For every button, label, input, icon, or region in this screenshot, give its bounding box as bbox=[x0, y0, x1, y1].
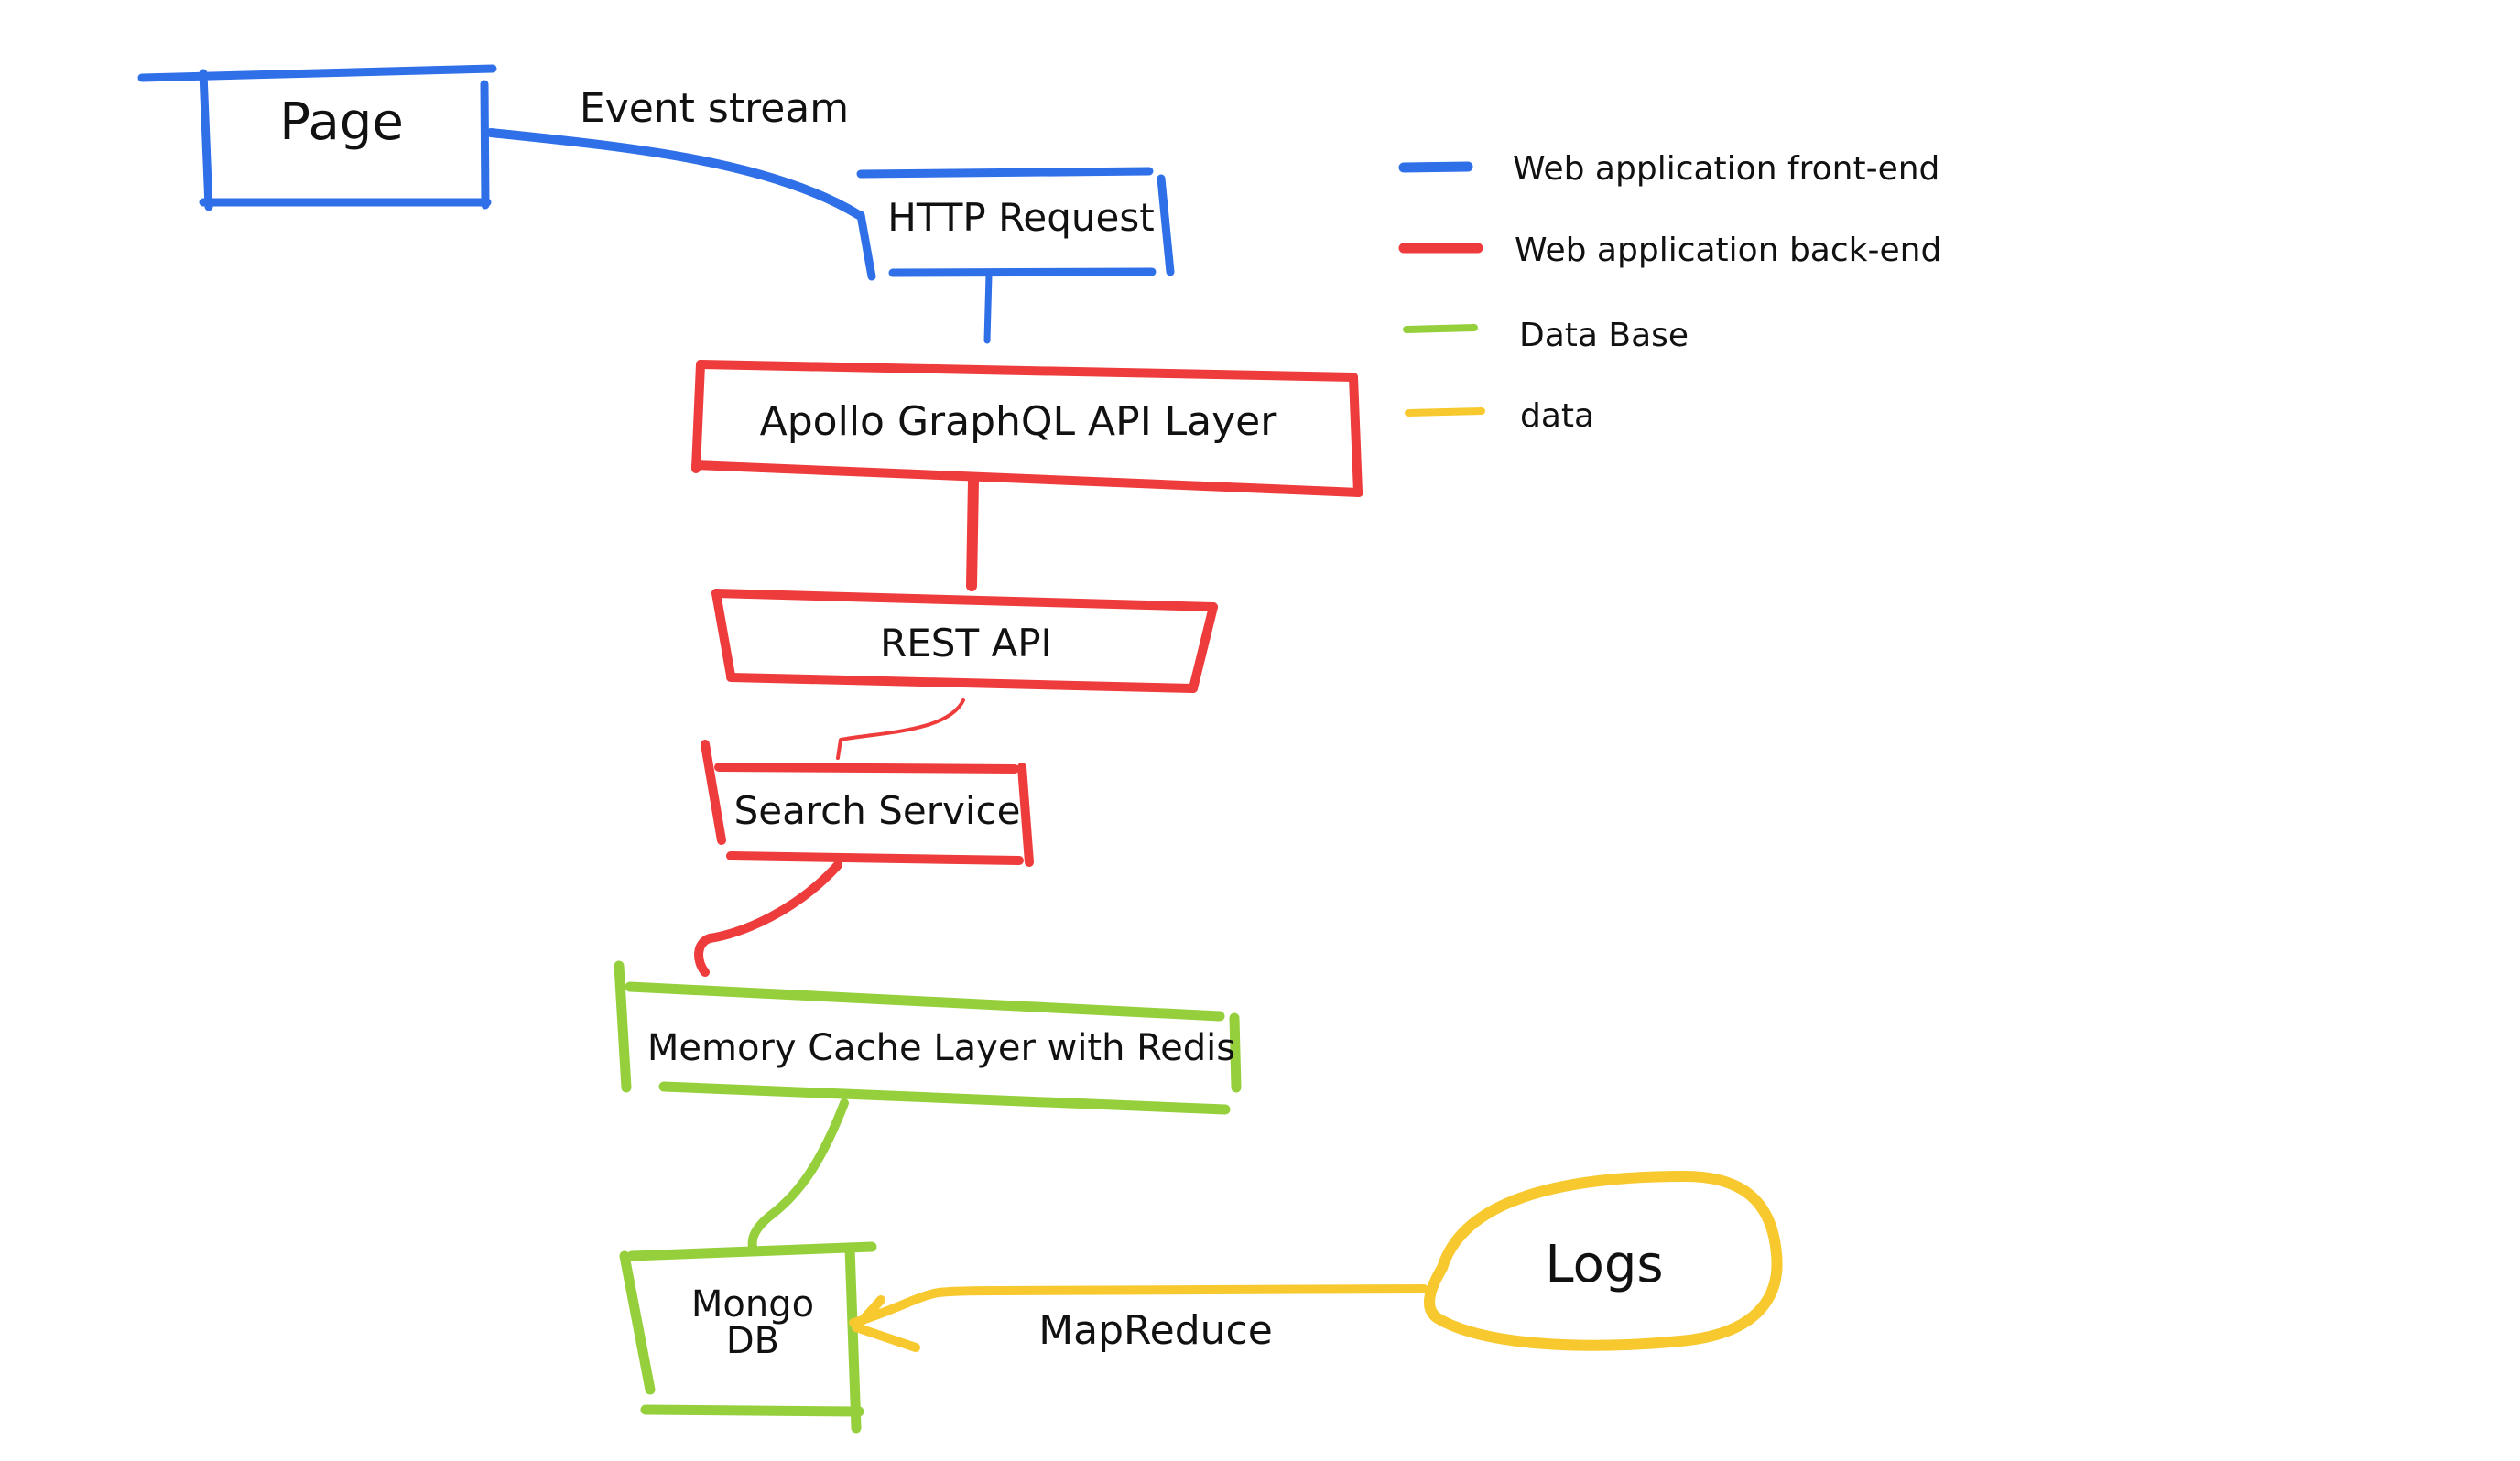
rest-search-connector bbox=[836, 698, 965, 760]
logs-label: Logs bbox=[1545, 1235, 1663, 1294]
page-label: Page bbox=[279, 92, 404, 152]
apollo-rest-connector bbox=[966, 475, 979, 591]
search-service-node bbox=[701, 740, 1034, 867]
mapreduce-connector bbox=[849, 1284, 1428, 1327]
memory-cache-label: Memory Cache Layer with Redis bbox=[647, 1027, 1235, 1069]
legend-label-database: Data Base bbox=[1519, 317, 1689, 354]
http-request-label: HTTP Request bbox=[887, 195, 1154, 240]
apollo-node bbox=[691, 360, 1363, 497]
legend-swatch-data bbox=[1405, 407, 1485, 417]
legend: Web application front-end Web applicatio… bbox=[1398, 150, 1941, 435]
legend-item: Web application front-end bbox=[1398, 150, 1939, 188]
rest-api-label: REST API bbox=[880, 621, 1052, 666]
apollo-label: Apollo GraphQL API Layer bbox=[760, 398, 1278, 445]
mapreduce-arrowhead bbox=[852, 1295, 920, 1352]
mongo-db-label-line1: Mongo bbox=[691, 1283, 814, 1326]
http-request-node bbox=[856, 167, 1175, 281]
mapreduce-label: MapReduce bbox=[1038, 1307, 1273, 1354]
legend-label-data: data bbox=[1520, 397, 1594, 435]
search-cache-connector bbox=[694, 860, 842, 977]
page-node bbox=[137, 64, 497, 211]
legend-item: Web application back-end bbox=[1398, 232, 1941, 269]
cache-mongo-connector bbox=[747, 1098, 849, 1251]
legend-swatch-frontend bbox=[1398, 161, 1473, 173]
search-service-label: Search Service bbox=[734, 788, 1021, 833]
legend-label-backend: Web application back-end bbox=[1515, 232, 1941, 269]
legend-swatch-database bbox=[1403, 324, 1478, 333]
event-stream-connector bbox=[486, 128, 864, 220]
legend-item: data bbox=[1405, 397, 1594, 435]
rest-api-node bbox=[711, 589, 1218, 693]
legend-item: Data Base bbox=[1403, 317, 1689, 354]
memory-cache-node bbox=[614, 960, 1242, 1115]
mongo-db-node bbox=[619, 1241, 877, 1434]
event-stream-label: Event stream bbox=[580, 85, 849, 132]
logs-node bbox=[1423, 1171, 1783, 1351]
http-apollo-connector bbox=[983, 271, 993, 344]
legend-label-frontend: Web application front-end bbox=[1513, 150, 1939, 188]
mongo-db-label-line2: DB bbox=[726, 1320, 779, 1362]
